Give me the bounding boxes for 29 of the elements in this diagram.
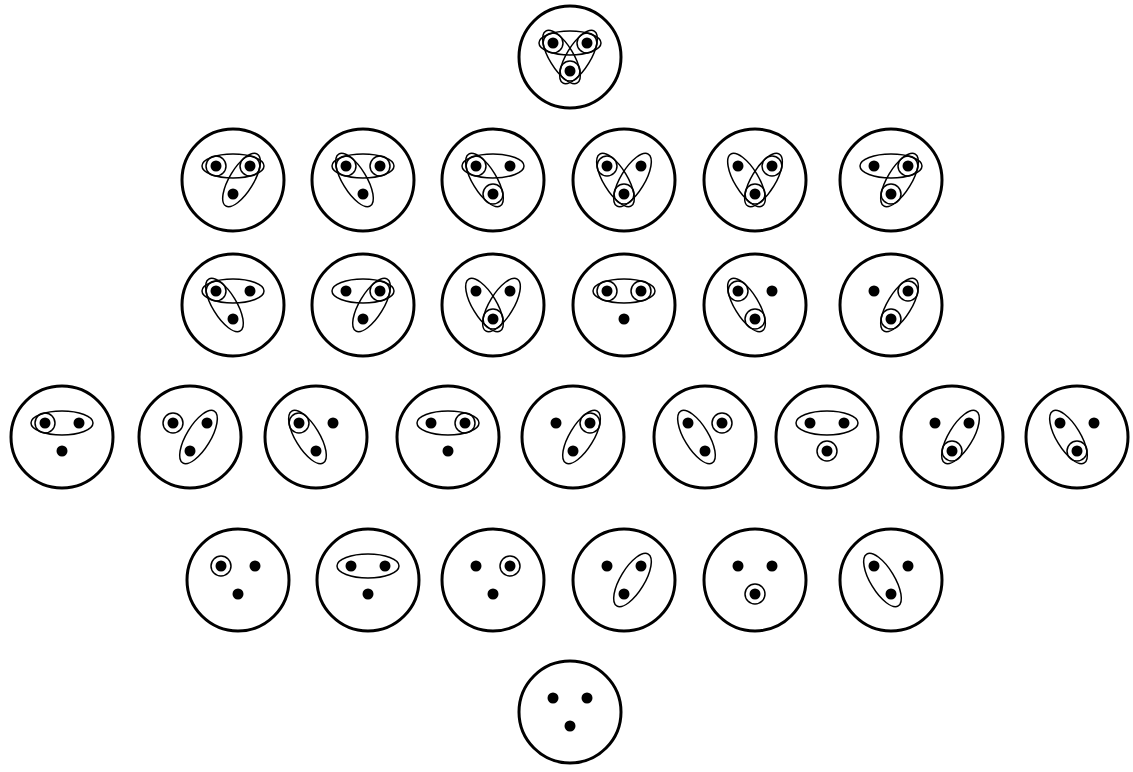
set-diagram-drawing [701, 526, 809, 634]
set-diagram-drawing [136, 383, 244, 491]
set-diagram-drawing [262, 383, 370, 491]
set-diagram-drawing [314, 526, 422, 634]
set-diagram-drawing [773, 383, 881, 491]
set-diagram-drawing [701, 251, 809, 359]
set-diagram-drawing [439, 526, 547, 634]
set-diagram-drawing [8, 383, 116, 491]
set-diagram-drawing [837, 526, 945, 634]
set-diagram-drawing [570, 126, 678, 234]
set-diagram-drawing [651, 383, 759, 491]
set-diagram-drawing [394, 383, 502, 491]
set-diagram-drawing [701, 126, 809, 234]
set-diagram-drawing [570, 251, 678, 359]
set-diagram-drawing [898, 383, 1006, 491]
set-diagram-drawing [516, 3, 624, 111]
set-diagram-drawing [184, 526, 292, 634]
set-diagram-drawing [179, 126, 287, 234]
set-diagram-drawing [570, 526, 678, 634]
set-diagram-drawing [519, 383, 627, 491]
set-diagram-drawing [1023, 383, 1131, 491]
set-diagram-drawing [179, 251, 287, 359]
set-diagram-drawing [837, 126, 945, 234]
set-diagram-drawing [516, 658, 624, 766]
set-diagram-drawing [439, 126, 547, 234]
set-diagram-drawing [439, 251, 547, 359]
set-diagram-drawing [837, 251, 945, 359]
set-diagram-drawing [309, 126, 417, 234]
set-diagram-drawing [309, 251, 417, 359]
